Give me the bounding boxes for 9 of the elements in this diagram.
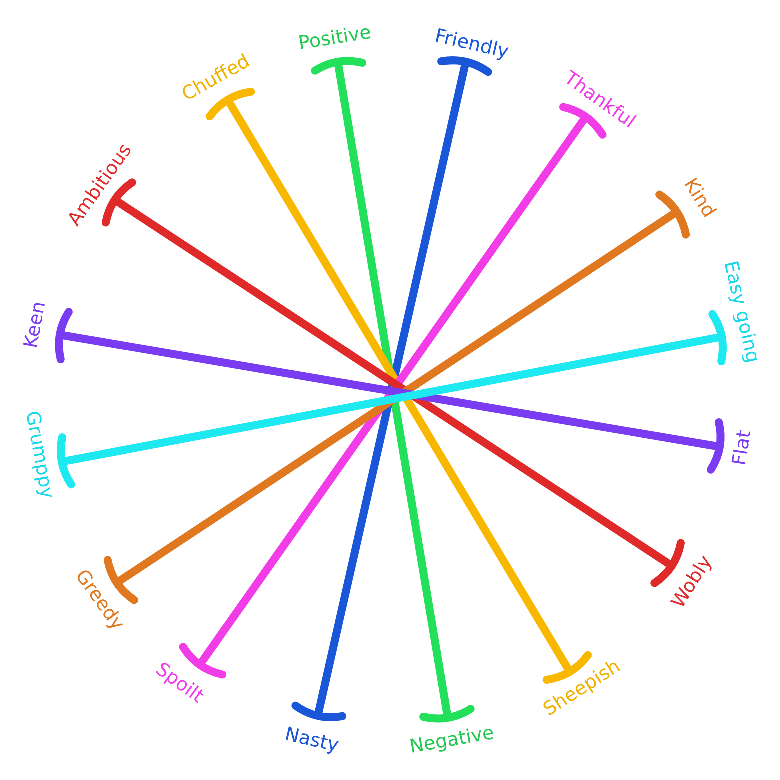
emotion-label: Negative bbox=[408, 722, 496, 758]
emotion-label: Easy going bbox=[720, 258, 764, 366]
emotion-label: Grumppy bbox=[21, 410, 59, 500]
emotion-label: Nasty bbox=[283, 723, 341, 757]
emotion-label: Flat bbox=[728, 428, 756, 468]
emotion-label: Keen bbox=[20, 300, 50, 350]
emotion-label: Positive bbox=[297, 21, 373, 55]
connector-line bbox=[311, 57, 475, 723]
connector-line bbox=[292, 56, 492, 722]
